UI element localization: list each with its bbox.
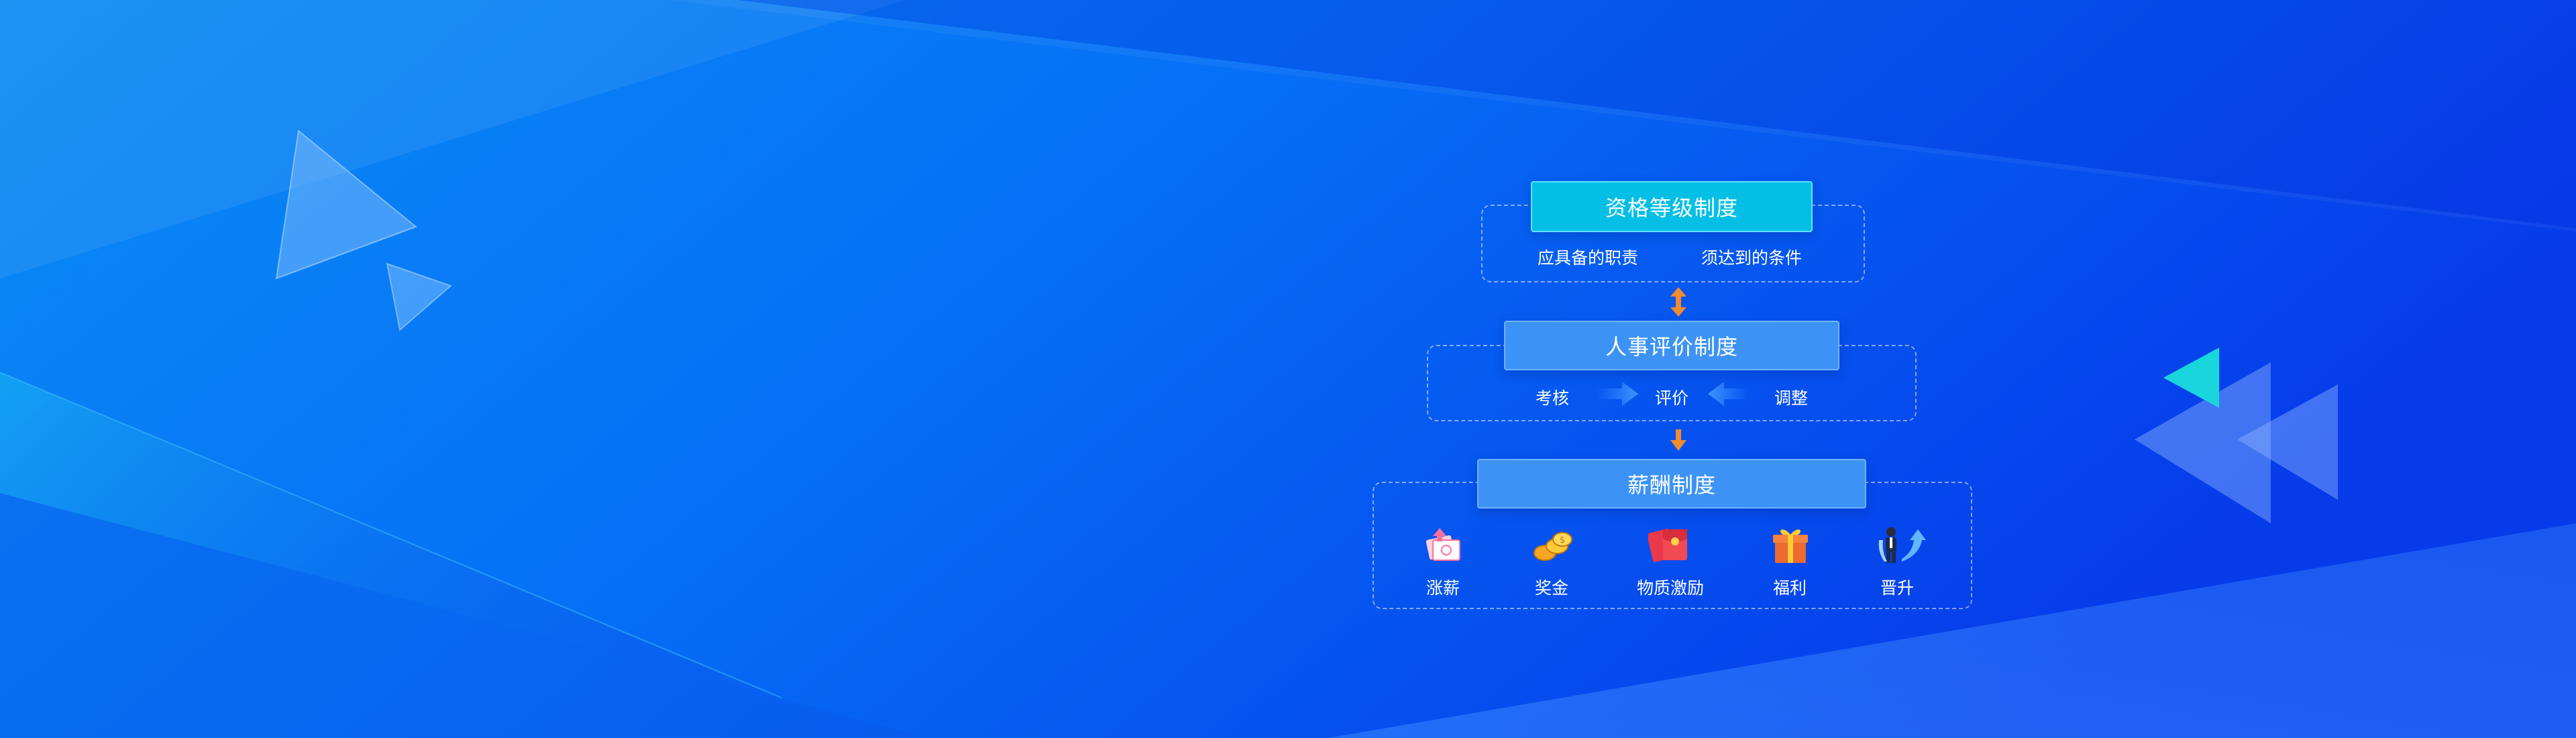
qualification-title: 资格等级制度 bbox=[1531, 181, 1813, 232]
compensation-item-label: 涨薪 bbox=[1426, 578, 1460, 598]
gift-icon bbox=[1773, 529, 1808, 563]
promotion-icon bbox=[1878, 527, 1926, 563]
double-arrow-icon bbox=[1670, 287, 1686, 317]
compensation-item-label: 物质激励 bbox=[1637, 578, 1705, 598]
evaluation-adjust-label: 调整 bbox=[1774, 388, 1809, 408]
red-envelope-icon bbox=[1648, 529, 1687, 562]
compensation-title: 薪酬制度 bbox=[1477, 459, 1866, 509]
qualification-condition-label: 须达到的条件 bbox=[1701, 248, 1803, 268]
qualification-duty-label: 应具备的职责 bbox=[1538, 248, 1639, 268]
svg-text:$: $ bbox=[1560, 535, 1565, 545]
arrow-left-icon bbox=[1708, 382, 1750, 406]
compensation-item-label: 福利 bbox=[1773, 578, 1807, 598]
evaluation-title: 人事评价制度 bbox=[1504, 321, 1839, 370]
salary-raise-icon bbox=[1426, 528, 1460, 561]
evaluation-evaluate-label: 评价 bbox=[1655, 388, 1689, 408]
down-arrow-icon bbox=[1670, 429, 1686, 451]
evaluation-assess-label: 考核 bbox=[1536, 388, 1570, 408]
compensation-item-label: 奖金 bbox=[1535, 578, 1569, 598]
arrow-right-icon bbox=[1597, 382, 1638, 406]
compensation-item-label: 晋升 bbox=[1880, 578, 1915, 598]
coins-icon: $ bbox=[1534, 532, 1572, 561]
